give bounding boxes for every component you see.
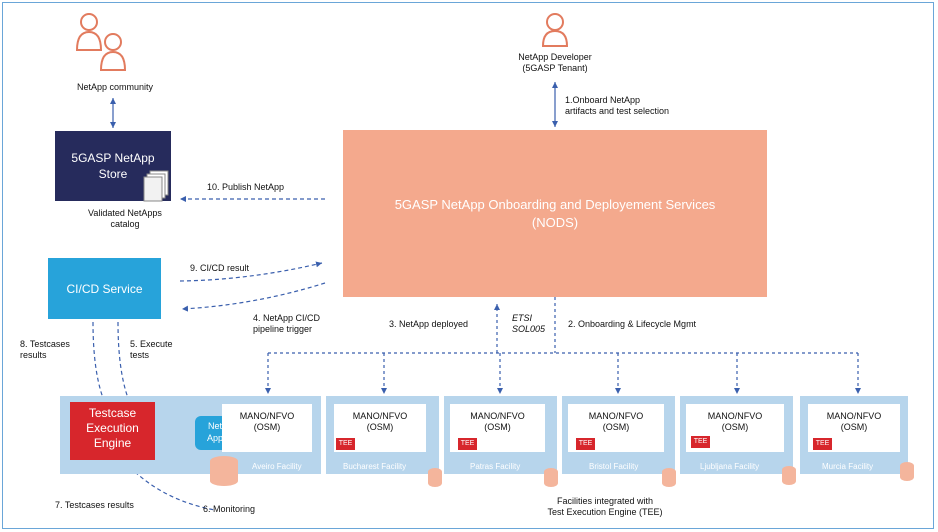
- cicd-service-box: CI/CD Service: [48, 258, 161, 319]
- database-icon: [544, 468, 558, 487]
- database-icon: [210, 456, 238, 486]
- person-icon: [75, 13, 127, 71]
- facility-name: Murcia Facility: [822, 462, 874, 471]
- tee-badge: TEE: [691, 436, 710, 448]
- execute-tests-line: [117, 321, 129, 399]
- database-icon: [428, 468, 442, 487]
- community-label: NetApp community: [76, 82, 154, 92]
- step-8-label: 8. Testcases results: [20, 339, 70, 360]
- facility-name: Patras Facility: [470, 462, 521, 471]
- documents-icon: [143, 170, 169, 202]
- database-icon: [662, 468, 676, 487]
- step-1-label: 1.Onboard NetApp artifacts and test sele…: [565, 95, 670, 116]
- catalog-label: Validated NetApps catalog: [88, 208, 162, 229]
- developer-label: NetApp Developer (5GASP Tenant): [518, 52, 592, 73]
- cicd-result-arrow: [179, 261, 323, 282]
- step-10-label: 10. Publish NetApp: [207, 182, 285, 192]
- tee-badge: TEE: [576, 438, 595, 450]
- nods-box: 5GASP NetApp Onboarding and Deployement …: [343, 130, 767, 297]
- step-2-label: 2. Onboarding & Lifecycle Mgmt: [568, 319, 697, 329]
- step-3-label: 3. NetApp deployed: [389, 319, 469, 329]
- tee-badge: TEE: [458, 438, 477, 450]
- database-icon: [900, 462, 914, 481]
- step-7-label: 7. Testcases results: [55, 500, 134, 510]
- tee-badge: TEE: [336, 438, 355, 450]
- facility-name: Ljubljana Facility: [700, 462, 760, 471]
- step-9-label: 9. CI/CD result: [190, 263, 250, 273]
- mano-nfvo-box: MANO/NFVO (OSM): [222, 404, 312, 452]
- step-4-label: 4. NetApp CI/CD pipeline trigger: [253, 313, 321, 334]
- etsi-label: ETSI SOL005: [512, 313, 546, 334]
- facility-name: Bucharest Facility: [343, 462, 407, 471]
- testcases-results-line: [92, 321, 104, 399]
- facility-name: Aveiro Facility: [252, 462, 302, 471]
- pipeline-trigger-arrow: [181, 282, 326, 312]
- step-6-label: 6. Monitoring: [203, 504, 256, 514]
- tee-badge: TEE: [813, 438, 832, 450]
- step-5-label: 5. Execute tests: [130, 339, 173, 360]
- person-icon: [541, 13, 569, 47]
- database-icon: [782, 466, 796, 485]
- testcase-execution-engine: Testcase Execution Engine: [70, 402, 155, 460]
- facilities-note: Facilities integrated with Test Executio…: [547, 496, 663, 517]
- facility-name: Bristol Facility: [589, 462, 639, 471]
